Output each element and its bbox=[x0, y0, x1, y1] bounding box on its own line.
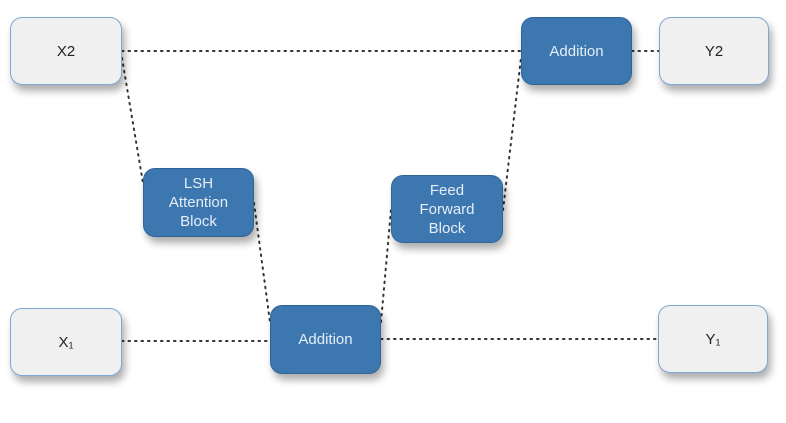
bottom-addition-block: Addition bbox=[270, 305, 381, 374]
y2-output-box: Y2 bbox=[659, 17, 769, 85]
lsh-attention-block: LSH Attention Block bbox=[143, 168, 254, 237]
connector-bottom-addition-to-feed-forward bbox=[380, 209, 392, 323]
feed-forward-label: Feed Forward Block bbox=[419, 181, 475, 237]
x1-input-box: X₁ bbox=[10, 308, 122, 376]
top-addition-block: Addition bbox=[521, 17, 632, 85]
connector-lsh-attention-to-bottom-addition bbox=[253, 202, 271, 323]
x2-input-box: X2 bbox=[10, 17, 122, 85]
x2-label: X2 bbox=[56, 42, 76, 60]
y1-label: Y₁ bbox=[705, 330, 721, 348]
y2-label: Y2 bbox=[704, 42, 724, 60]
feed-forward-block: Feed Forward Block bbox=[391, 175, 503, 243]
top-addition-label: Addition bbox=[549, 42, 604, 60]
bottom-addition-label: Addition bbox=[298, 331, 353, 348]
connector-feed-forward-to-top-addition bbox=[502, 57, 522, 211]
connector-x2-to-lsh-attention bbox=[121, 57, 144, 184]
y1-output-box: Y₁ bbox=[658, 305, 768, 373]
x1-label: X₁ bbox=[58, 333, 74, 351]
lsh-attention-label: LSH Attention Block bbox=[168, 175, 229, 230]
